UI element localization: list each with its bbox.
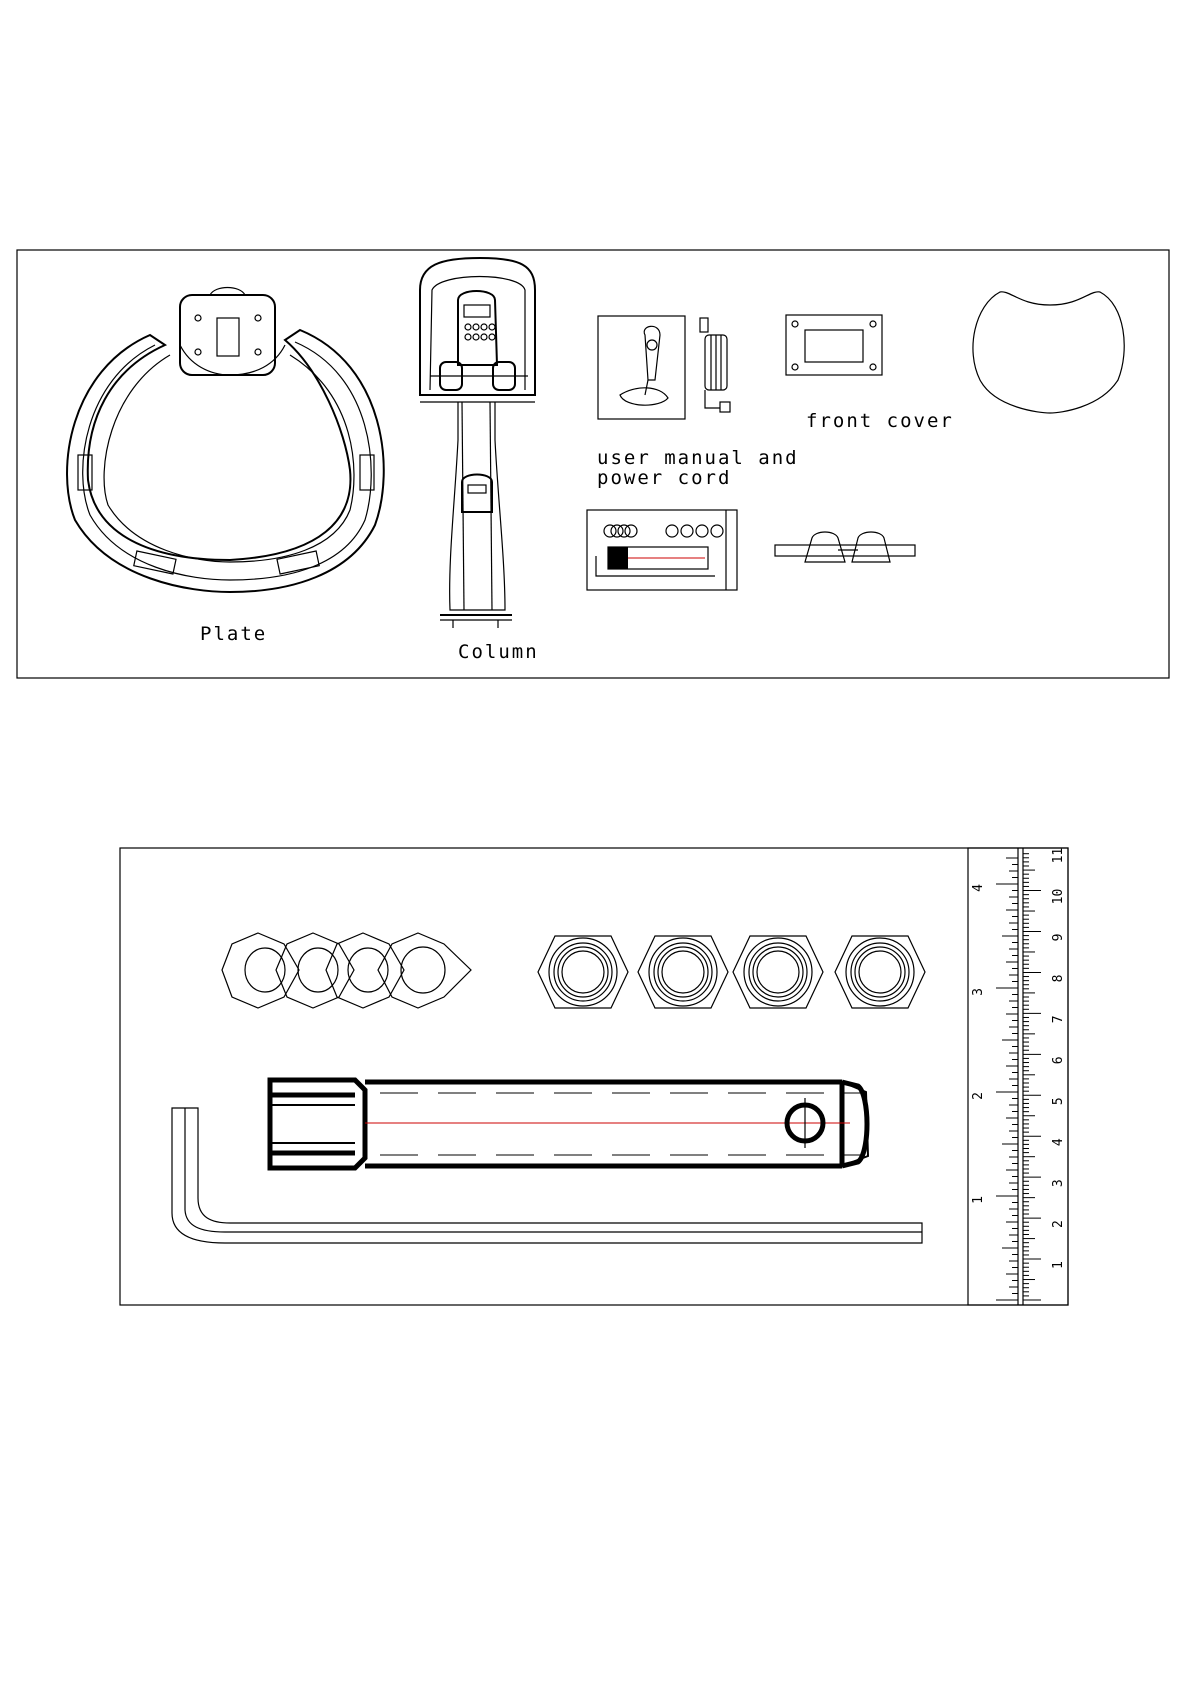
- ruler-cm-label: 2: [1051, 1220, 1066, 1228]
- manual-label-line1: user manual and: [597, 447, 799, 469]
- ruler-inch-label: 2: [971, 1092, 986, 1100]
- ruler-cm-label: 3: [1051, 1179, 1066, 1187]
- hardware-kit-thumbnail: [587, 510, 737, 590]
- ruler-cm-label: 10: [1051, 889, 1066, 905]
- power-cord-drawing: [700, 318, 730, 412]
- hex-key-drawing: [172, 1108, 922, 1243]
- socket-wrench-drawing: [270, 1080, 868, 1168]
- ruler-inch-label: 3: [971, 988, 986, 996]
- plate-ring-drawing: [67, 288, 384, 593]
- manual-label-line2: power cord: [597, 467, 731, 489]
- ruler-cm-label: 11: [1051, 848, 1066, 864]
- column-label: Column: [458, 641, 539, 663]
- user-manual-drawing: [598, 316, 685, 419]
- ruler-cm-label: 4: [1051, 1138, 1066, 1146]
- column-drawing: [420, 258, 535, 628]
- top-plate-drawing: [973, 292, 1124, 413]
- ruler-cm-label: 1: [1051, 1261, 1066, 1269]
- plate-ring-label: Plate: [200, 623, 267, 645]
- nuts-drawing: [538, 936, 925, 1008]
- front-cover-drawing: [786, 315, 882, 375]
- front-cover-label: front cover: [806, 410, 954, 432]
- washers-drawing: [222, 933, 471, 1008]
- ruler-cm-label: 5: [1051, 1097, 1066, 1105]
- ruler-cm-label: 7: [1051, 1015, 1066, 1023]
- ruler-cm-label: 6: [1051, 1056, 1066, 1064]
- ruler-cm-label: 9: [1051, 934, 1066, 942]
- ruler-inch-label: 1: [971, 1196, 986, 1204]
- parts-overview-frame: [17, 250, 1169, 678]
- ruler-inch-label: 4: [971, 884, 986, 892]
- hardware-detail-frame: [120, 848, 1068, 1305]
- ruler: [968, 848, 1068, 1305]
- handle-bar-drawing: [775, 532, 915, 562]
- ruler-cm-label: 8: [1051, 975, 1066, 983]
